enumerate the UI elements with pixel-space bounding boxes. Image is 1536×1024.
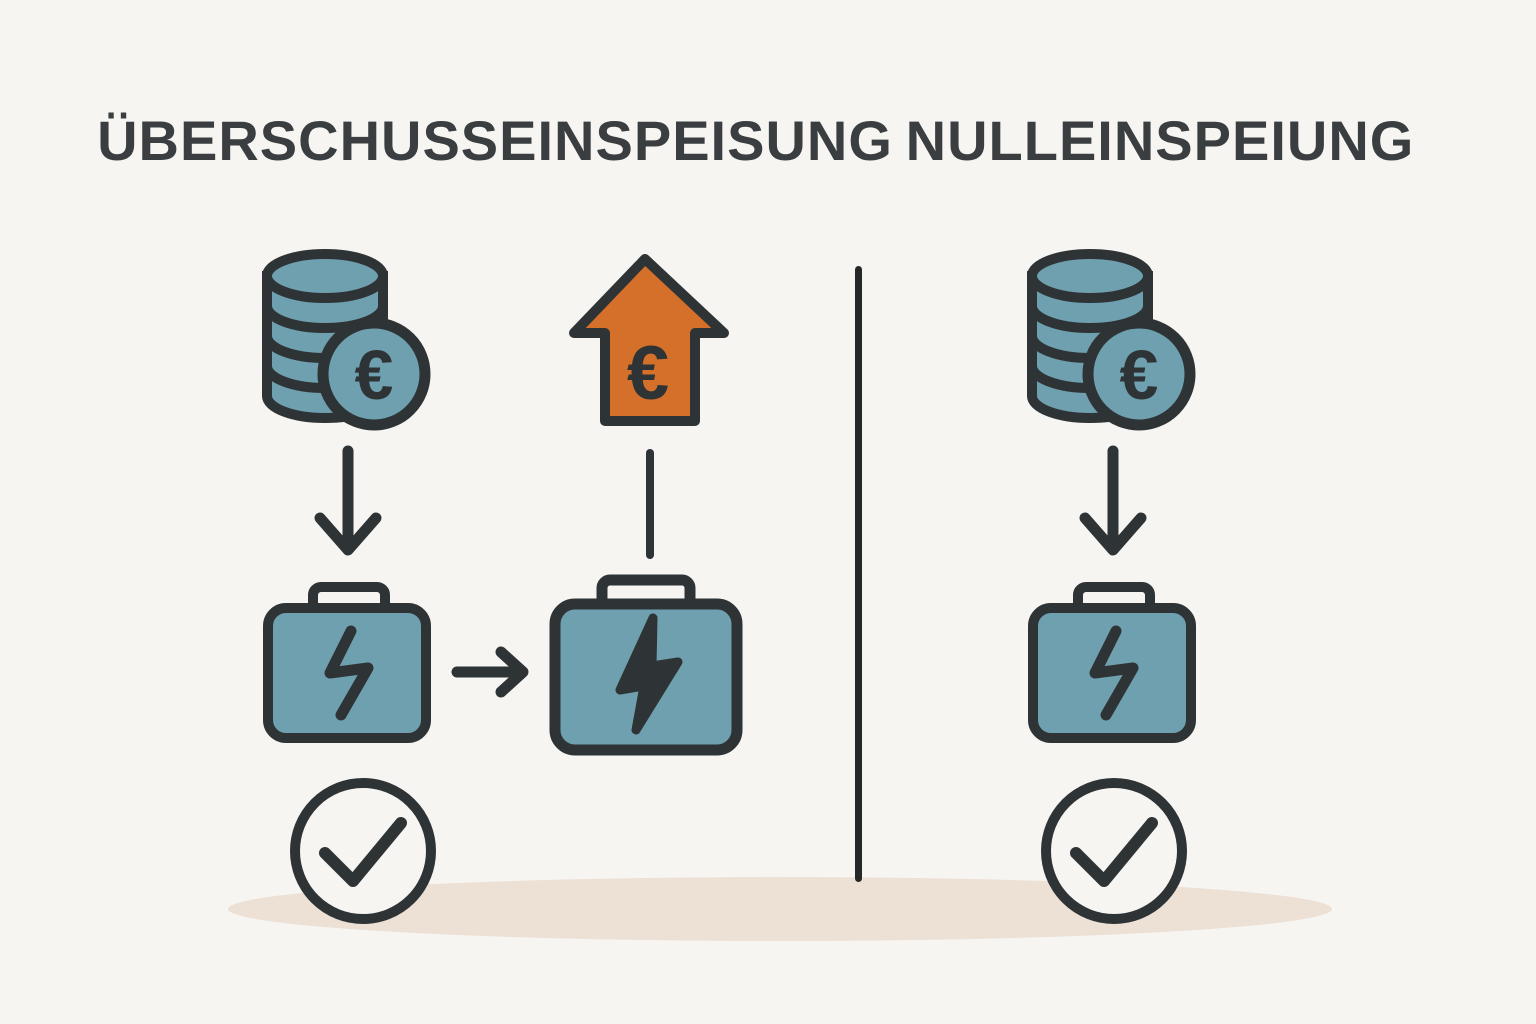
battery-energy-large-icon bbox=[549, 574, 743, 756]
arrow-down-icon bbox=[314, 445, 382, 556]
vertical-divider-line bbox=[855, 266, 862, 882]
check-circle-icon bbox=[290, 778, 436, 924]
arrow-right-icon bbox=[451, 646, 529, 698]
right-panel-title: NULLEINSPEIUNG bbox=[905, 109, 1415, 172]
coins-euro-icon: € bbox=[1027, 249, 1196, 431]
left-panel-title: ÜBERSCHUSSEINSPEISUNG bbox=[97, 109, 893, 172]
coins-euro-icon: € bbox=[262, 249, 431, 431]
battery-energy-icon bbox=[263, 582, 431, 743]
arrow-up-euro-icon: € bbox=[569, 254, 729, 426]
battery-energy-icon bbox=[1028, 582, 1196, 743]
connector-line bbox=[646, 449, 654, 559]
euro-symbol: € bbox=[1120, 336, 1159, 414]
check-circle-icon bbox=[1041, 778, 1187, 924]
euro-symbol: € bbox=[355, 336, 394, 414]
arrow-down-icon bbox=[1079, 445, 1147, 556]
euro-symbol: € bbox=[627, 331, 669, 416]
